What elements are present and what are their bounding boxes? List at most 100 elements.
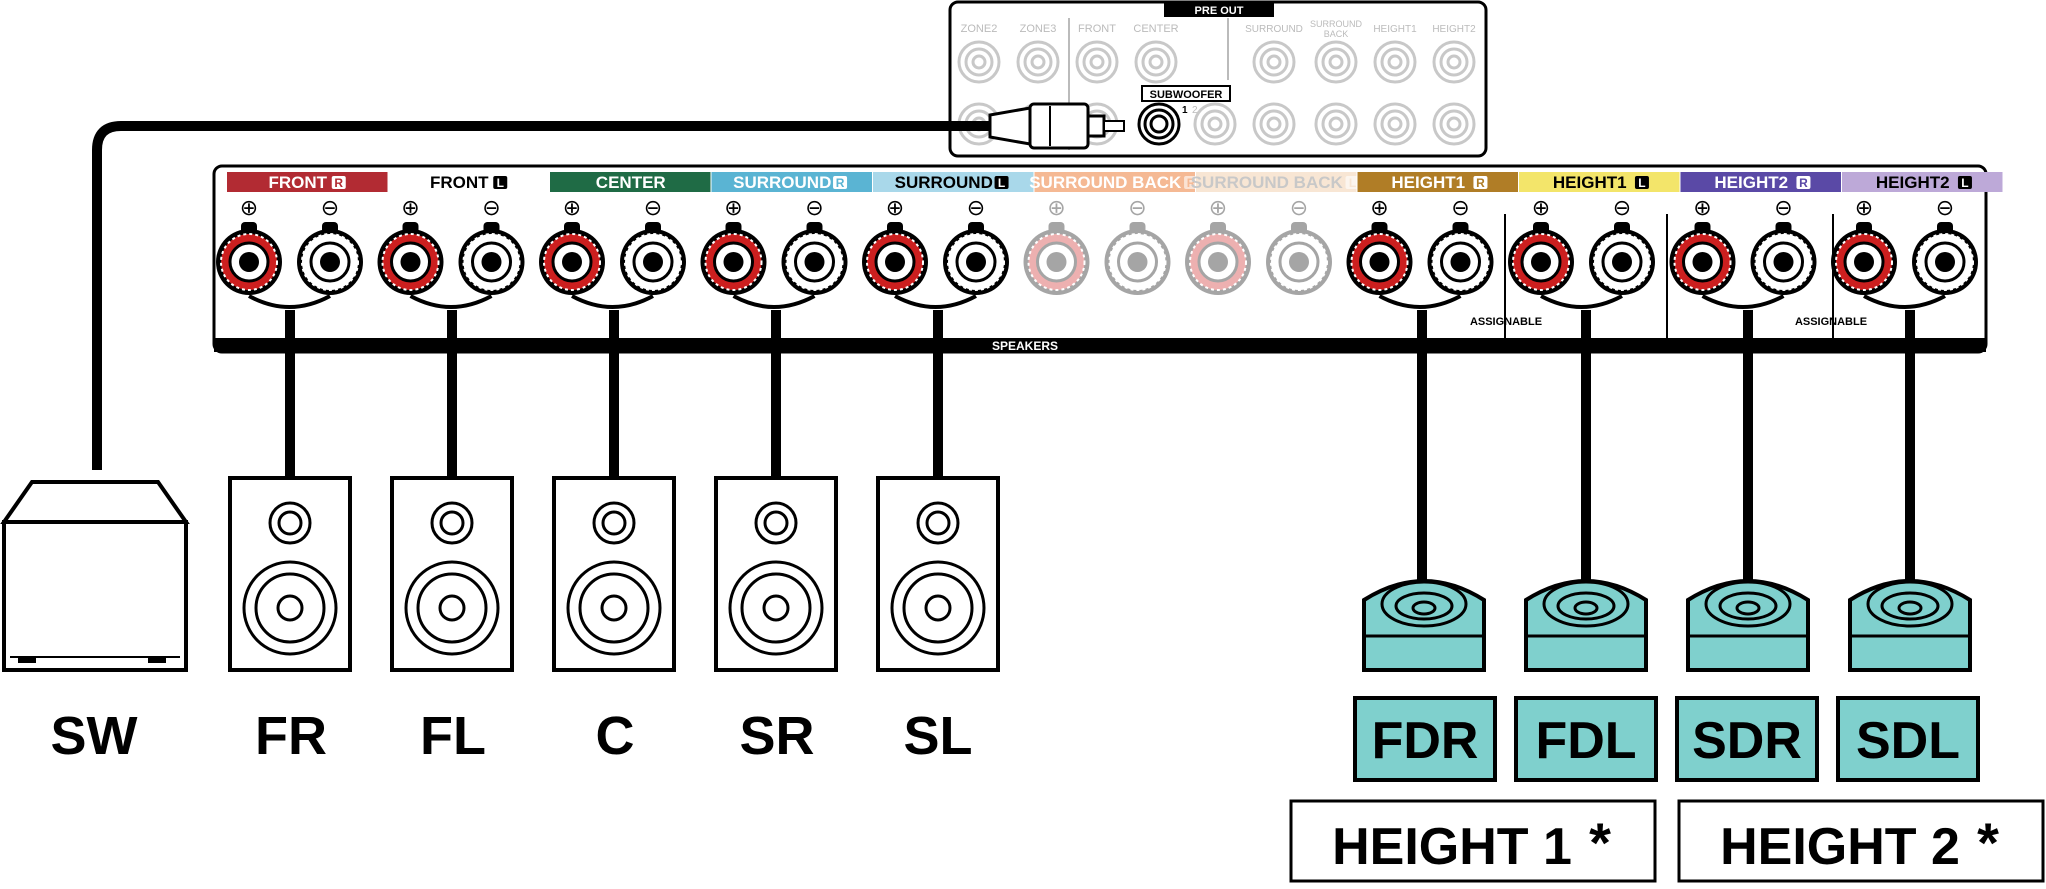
plus-symbol: ⊕ — [401, 195, 419, 220]
positive-terminal[interactable] — [1508, 222, 1574, 295]
negative-terminal[interactable] — [1589, 222, 1655, 295]
sub-num-1: 1 — [1182, 105, 1188, 116]
pre-out-jack[interactable] — [957, 40, 1001, 84]
bookshelf-speaker-4 — [876, 476, 1000, 672]
positive-terminal[interactable] — [1669, 222, 1736, 295]
channel-side-text: R — [1799, 176, 1808, 190]
terminal-pair-3: ⊕⊖ — [700, 195, 848, 309]
label-fr: FR — [255, 706, 327, 766]
channel-label-5: SURROUND BACK R — [1029, 172, 1199, 192]
label-sdr: SDR — [1692, 712, 1802, 770]
positive-terminal[interactable] — [1346, 222, 1413, 295]
channel-label-1: FRONT L — [388, 172, 549, 192]
pre-out-jack[interactable] — [1016, 40, 1060, 84]
channel-side-text: R — [1187, 176, 1196, 190]
positive-terminal[interactable] — [862, 222, 928, 295]
negative-terminal[interactable] — [1427, 222, 1494, 295]
pre-out-label-height1: HEIGHT1 — [1373, 24, 1417, 35]
negative-terminal[interactable] — [1266, 222, 1332, 295]
positive-terminal[interactable] — [1185, 222, 1251, 295]
pre-out-jack[interactable] — [1373, 102, 1417, 146]
positive-terminal[interactable] — [1831, 222, 1897, 295]
plus-symbol: ⊕ — [1047, 195, 1065, 220]
plus-symbol: ⊕ — [240, 195, 258, 220]
plus-symbol: ⊕ — [724, 195, 742, 220]
negative-terminal[interactable] — [1750, 222, 1817, 295]
pre-out-label-center: CENTER — [1133, 23, 1178, 35]
negative-terminal[interactable] — [297, 222, 363, 295]
pre-out-jack[interactable] — [1314, 40, 1358, 84]
pre-out-jack[interactable] — [1252, 40, 1296, 84]
plus-symbol: ⊕ — [1855, 195, 1873, 220]
terminal-pair-0: ⊕⊖ — [216, 195, 363, 309]
height-group-2-label: HEIGHT 2 — [1720, 818, 1960, 876]
height-group-1-label: HEIGHT 1 — [1332, 818, 1572, 876]
positive-terminal[interactable] — [539, 222, 605, 295]
pre-out-jack[interactable] — [1432, 40, 1476, 84]
channel-side-text: R — [836, 176, 845, 190]
pre-out-label-surround: SURROUND — [1245, 24, 1303, 35]
channel-label-text: HEIGHT2 — [1876, 173, 1950, 192]
channel-label-text: SURROUND — [895, 173, 993, 192]
label-sl: SL — [903, 706, 972, 766]
positive-terminal[interactable] — [216, 222, 282, 295]
plus-symbol: ⊕ — [1693, 195, 1711, 220]
pre-out-label-front: FRONT — [1078, 23, 1116, 35]
negative-terminal[interactable] — [943, 222, 1009, 295]
positive-terminal[interactable] — [1023, 222, 1090, 295]
negative-terminal[interactable] — [1104, 222, 1171, 295]
channel-side-text: L — [497, 176, 504, 190]
channel-label-text: CENTER — [596, 173, 666, 192]
label-fdr: FDR — [1372, 712, 1479, 770]
channel-label-text: SURROUND BACK — [1029, 173, 1182, 192]
channel-label-text: FRONT — [430, 173, 489, 192]
negative-terminal[interactable] — [458, 222, 525, 295]
minus-symbol: ⊖ — [967, 195, 985, 220]
channel-label-text: SURROUND — [733, 173, 831, 192]
speakers-label: SPEAKERS — [992, 339, 1058, 353]
pre-out-jack[interactable] — [1432, 102, 1476, 146]
terminal-pair-6: ⊕⊖ — [1185, 195, 1332, 295]
pre-out-title: PRE OUT — [1195, 5, 1244, 17]
bookshelf-speaker-2 — [552, 476, 676, 672]
speaker-labels: SW FR FL C SR SL — [51, 706, 973, 766]
negative-terminal[interactable] — [781, 222, 848, 295]
minus-symbol: ⊖ — [1290, 195, 1308, 220]
terminal-pair-4: ⊕⊖ — [862, 195, 1009, 309]
subwoofer-2-jack[interactable] — [1193, 102, 1237, 146]
label-c: C — [596, 706, 635, 766]
plus-symbol: ⊕ — [1370, 195, 1388, 220]
pre-out-jack[interactable] — [1314, 102, 1358, 146]
terminal-pair-7: ⊕⊖ — [1346, 195, 1494, 309]
minus-symbol: ⊖ — [1774, 195, 1792, 220]
pre-out-jack[interactable] — [1373, 40, 1417, 84]
positive-terminal[interactable] — [377, 222, 444, 295]
minus-symbol: ⊖ — [1128, 195, 1146, 220]
pre-out-label-surround-back-2: BACK — [1324, 29, 1349, 39]
negative-terminal[interactable] — [620, 222, 686, 295]
pre-out-label-surround-back-1: SURROUND — [1310, 19, 1363, 29]
height-speaker-3 — [1848, 579, 1972, 672]
pre-out-label-zone2: ZONE2 — [961, 23, 998, 35]
positive-terminal[interactable] — [700, 222, 767, 295]
pre-out-label-zone3: ZONE3 — [1020, 23, 1057, 35]
subwoofer-jack[interactable] — [1137, 102, 1181, 146]
pre-out-jack[interactable] — [1252, 102, 1296, 146]
plus-symbol: ⊕ — [1209, 195, 1227, 220]
negative-terminal[interactable] — [1912, 222, 1978, 295]
bookshelf-speaker-0 — [228, 476, 352, 672]
pre-out-jack[interactable] — [1075, 40, 1119, 84]
label-fdl: FDL — [1535, 712, 1636, 770]
pre-out-label-height2: HEIGHT2 — [1432, 24, 1476, 35]
label-sdl: SDL — [1856, 712, 1960, 770]
channel-side-text: L — [1349, 176, 1356, 190]
assignable-label-1: ASSIGNABLE — [1470, 316, 1542, 328]
pre-out-jack[interactable] — [1134, 40, 1178, 84]
channel-label-text: FRONT — [268, 173, 327, 192]
